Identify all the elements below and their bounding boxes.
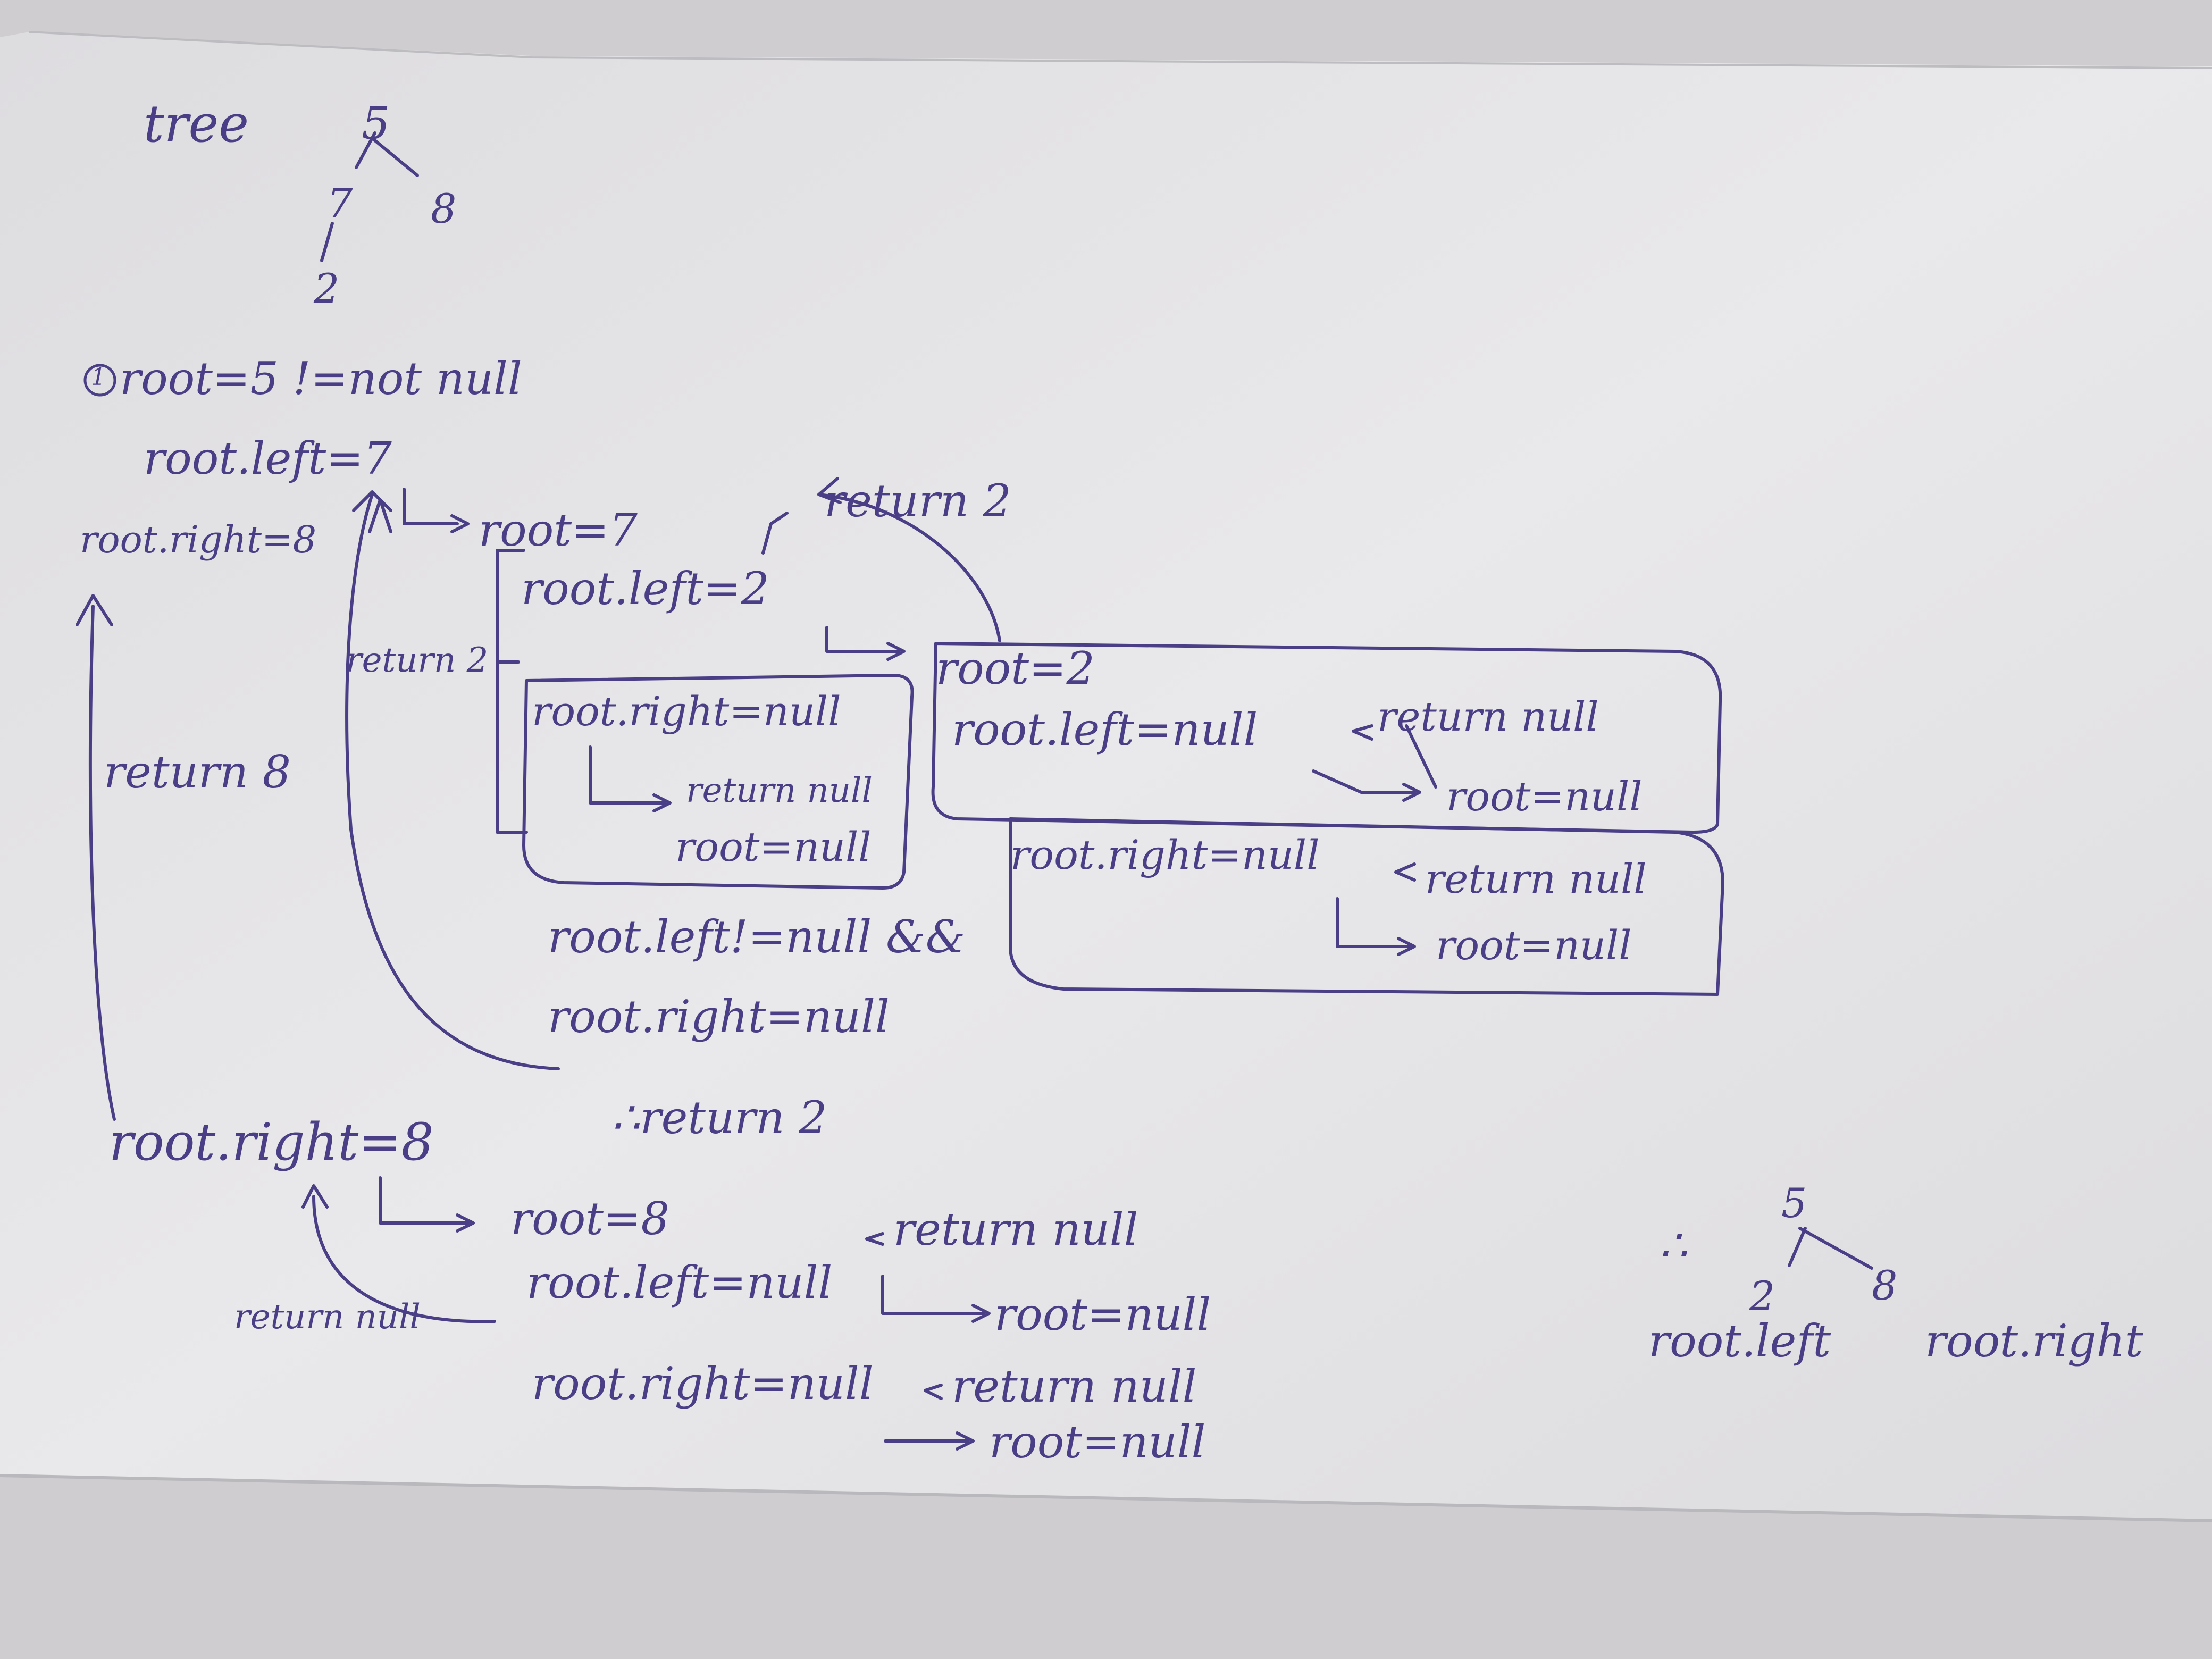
- node7-return-left: return 2: [346, 641, 489, 680]
- return8-curve: [88, 605, 116, 1121]
- tree-node-7: 7: [327, 180, 353, 227]
- tree-edge-7-2: [320, 222, 334, 262]
- node7-cond2: root.right=null: [548, 991, 890, 1043]
- node2-left-root: root=null: [1446, 773, 1643, 820]
- result-left-label: root.left: [1648, 1315, 1831, 1367]
- return2-curve: [817, 493, 1001, 642]
- node2-right-root: root=null: [1436, 921, 1632, 969]
- node8-root: root=8: [510, 1193, 669, 1245]
- node2-left-box: [931, 642, 1722, 834]
- node7-cond1: root.left!=null &&: [548, 911, 966, 963]
- tree-node-8: 8: [431, 185, 457, 232]
- node7-root: root=7: [479, 504, 638, 556]
- node2-right-return: return null: [1425, 855, 1647, 902]
- return-null-curve: [312, 1195, 496, 1323]
- node2-right-box: [1009, 817, 1724, 996]
- return2-big-curve: [345, 493, 560, 1070]
- result-right-label: root.right: [1925, 1315, 2143, 1367]
- node2-right: root.right=null: [1010, 831, 1320, 878]
- node7-right-box-root: root=null: [675, 823, 872, 870]
- tree-node-2: 2: [314, 265, 340, 312]
- node8-left-root: root=null: [994, 1288, 1211, 1340]
- node7-return-from-2: return 2: [824, 475, 1012, 527]
- arrow-node2-right-ret: [1336, 897, 1411, 948]
- node8-bracket: [379, 1176, 470, 1225]
- node7-right-box-return: return null: [686, 771, 873, 810]
- node8-return-null: return null: [234, 1297, 421, 1337]
- result-edge-5-8: [1798, 1227, 1873, 1270]
- node2-root: root=2: [936, 642, 1095, 694]
- node7-result: ∴return 2: [611, 1092, 827, 1144]
- node7-right-box: [522, 674, 914, 890]
- tree-node-5: 5: [362, 97, 390, 149]
- node8-parent: root.right=8: [109, 1112, 434, 1172]
- paper-fold: [29, 31, 2212, 69]
- result-node-8: 8: [1872, 1262, 1898, 1309]
- return2-arrow-to-root7: [761, 512, 789, 555]
- node8-right-return: return null: [952, 1360, 1197, 1412]
- arrow-return-null-7: [589, 745, 666, 805]
- node7-left: root.left=2: [521, 563, 770, 615]
- node7-right-box-right: root.right=null: [532, 688, 841, 735]
- bracket-to-root7: [403, 488, 459, 525]
- node2-left: root.left=null: [952, 703, 1258, 756]
- node8-left-return: return null: [893, 1203, 1138, 1255]
- step-marker-circle: [83, 364, 116, 397]
- arrow-node2-left-ret: [1312, 769, 1416, 794]
- arrow-to-root2: [825, 626, 900, 653]
- node7-bracket: [496, 549, 528, 834]
- result-edge-5-2: [1788, 1227, 1807, 1267]
- paper-edge: [0, 1474, 2212, 1522]
- step1-right: root.right=8: [80, 518, 317, 562]
- node2-left-return: return null: [1377, 693, 1599, 740]
- tree-edge-5-8: [371, 137, 419, 177]
- step-marker: 1: [91, 364, 106, 391]
- result-therefore: ∴: [1659, 1219, 1688, 1271]
- node8-right: root.right=null: [532, 1358, 874, 1410]
- result-node-5: 5: [1781, 1179, 1807, 1227]
- return-8-label: return 8: [104, 746, 291, 798]
- step1-root: root=5 !=not null: [120, 353, 522, 405]
- node8-left-arrow: [881, 1275, 985, 1315]
- result-node-2: 2: [1749, 1272, 1775, 1320]
- page-title: tree: [144, 94, 249, 154]
- paper-sheet: [0, 32, 2212, 1521]
- node8-right-root: root=null: [989, 1416, 1206, 1468]
- node8-left: root.left=null: [526, 1256, 833, 1309]
- node8-up-arrow: [301, 1184, 329, 1209]
- step1-left: root.left=7: [144, 432, 392, 484]
